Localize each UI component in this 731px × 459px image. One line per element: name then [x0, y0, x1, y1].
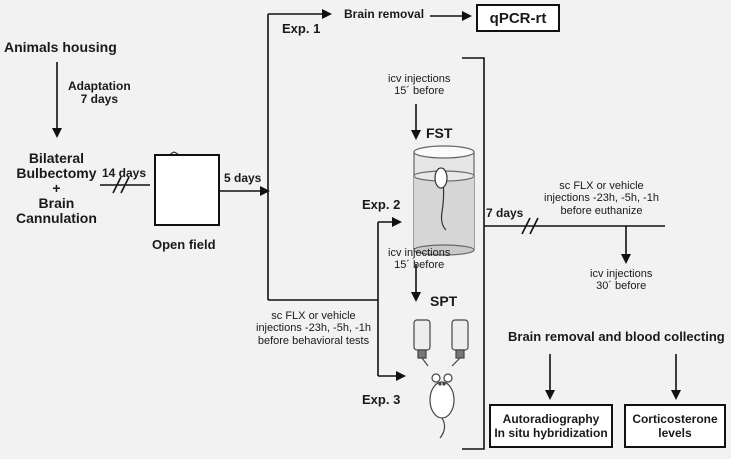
- qpcr-box: qPCR-rt: [476, 4, 560, 32]
- sc-euthanize-label: sc FLX or vehicle injections -23h, -5h, …: [544, 180, 659, 217]
- five-days-label: 5 days: [224, 171, 262, 185]
- brain-removal-label: Brain removal: [344, 7, 425, 21]
- exp3-label: Exp. 3: [362, 392, 401, 407]
- open-field-label: Open field: [152, 237, 216, 252]
- swim-cylinder-icon: [413, 145, 475, 256]
- icv-fst-label: icv injections 15´ before: [388, 73, 451, 98]
- exp1-label: Exp. 1: [282, 21, 321, 36]
- seven-days-label: 7 days: [486, 206, 524, 220]
- surgery-label: Bilateral Bulbectomy + Brain Cannulation: [16, 150, 97, 227]
- bracket-right: [462, 57, 485, 450]
- icv-spt-label: icv injections 15´ before: [388, 247, 451, 272]
- autoradiography-box: Autoradiography In situ hybridization: [489, 404, 613, 448]
- exp2-label: Exp. 2: [362, 197, 401, 212]
- brain-blood-label: Brain removal and blood collecting: [508, 329, 725, 344]
- corticosterone-box: Corticosterone levels: [624, 404, 726, 448]
- sucrose-bottles-icon: [413, 319, 469, 439]
- icv-30-label: icv injections 30´ before: [590, 268, 653, 293]
- fourteen-days-label: 14 days: [102, 166, 147, 180]
- sc-behavioral-label: sc FLX or vehicle injections -23h, -5h, …: [256, 310, 371, 347]
- fst-label: FST: [426, 125, 453, 141]
- open-field-box: [154, 154, 220, 226]
- animals-housing-label: Animals housing: [4, 39, 117, 55]
- adaptation-label: Adaptation 7 days: [68, 79, 131, 107]
- spt-label: SPT: [430, 293, 458, 309]
